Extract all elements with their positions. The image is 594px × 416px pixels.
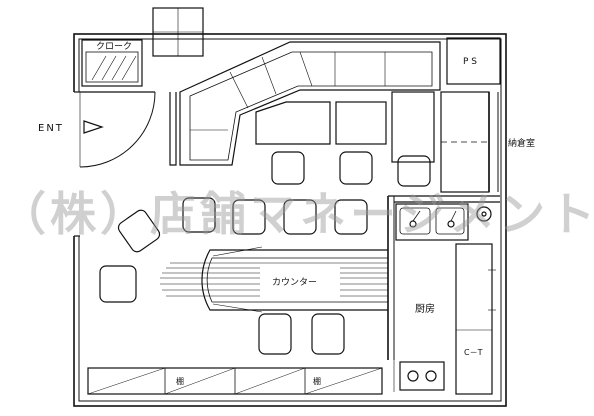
booth-tables	[255, 101, 387, 145]
entrance-door[interactable]	[79, 91, 156, 168]
counter-stools-bottom	[258, 313, 345, 355]
entrance-arrow-icon	[83, 120, 104, 134]
cloak-label: クローク	[96, 41, 132, 52]
booth-divider-wall	[169, 92, 177, 166]
shelf-right-label: 棚	[313, 376, 321, 386]
ps-shaft	[446, 37, 501, 85]
counter-label: カウンター	[272, 277, 317, 288]
kitchen-label: 厨房	[415, 302, 435, 315]
column-top	[152, 7, 204, 57]
gas-range	[393, 360, 445, 392]
storage-label: 納倉室	[508, 137, 535, 149]
outer-walls	[71, 33, 507, 407]
counter-stools-top	[99, 197, 368, 303]
cold-table-label: C－T	[464, 348, 483, 357]
booth-stools	[271, 151, 431, 187]
sink-unit	[395, 203, 492, 241]
cold-table	[455, 243, 496, 395]
kitchen-partition	[387, 195, 500, 360]
cloak-room	[81, 39, 143, 87]
booth-sofa	[179, 41, 441, 166]
bottom-shelves	[87, 367, 383, 395]
storage-room	[391, 91, 499, 193]
counter	[160, 246, 388, 313]
entrance-label: ENT	[38, 123, 64, 134]
shelf-left-label: 棚	[176, 376, 184, 386]
ps-label: P S	[463, 57, 477, 67]
